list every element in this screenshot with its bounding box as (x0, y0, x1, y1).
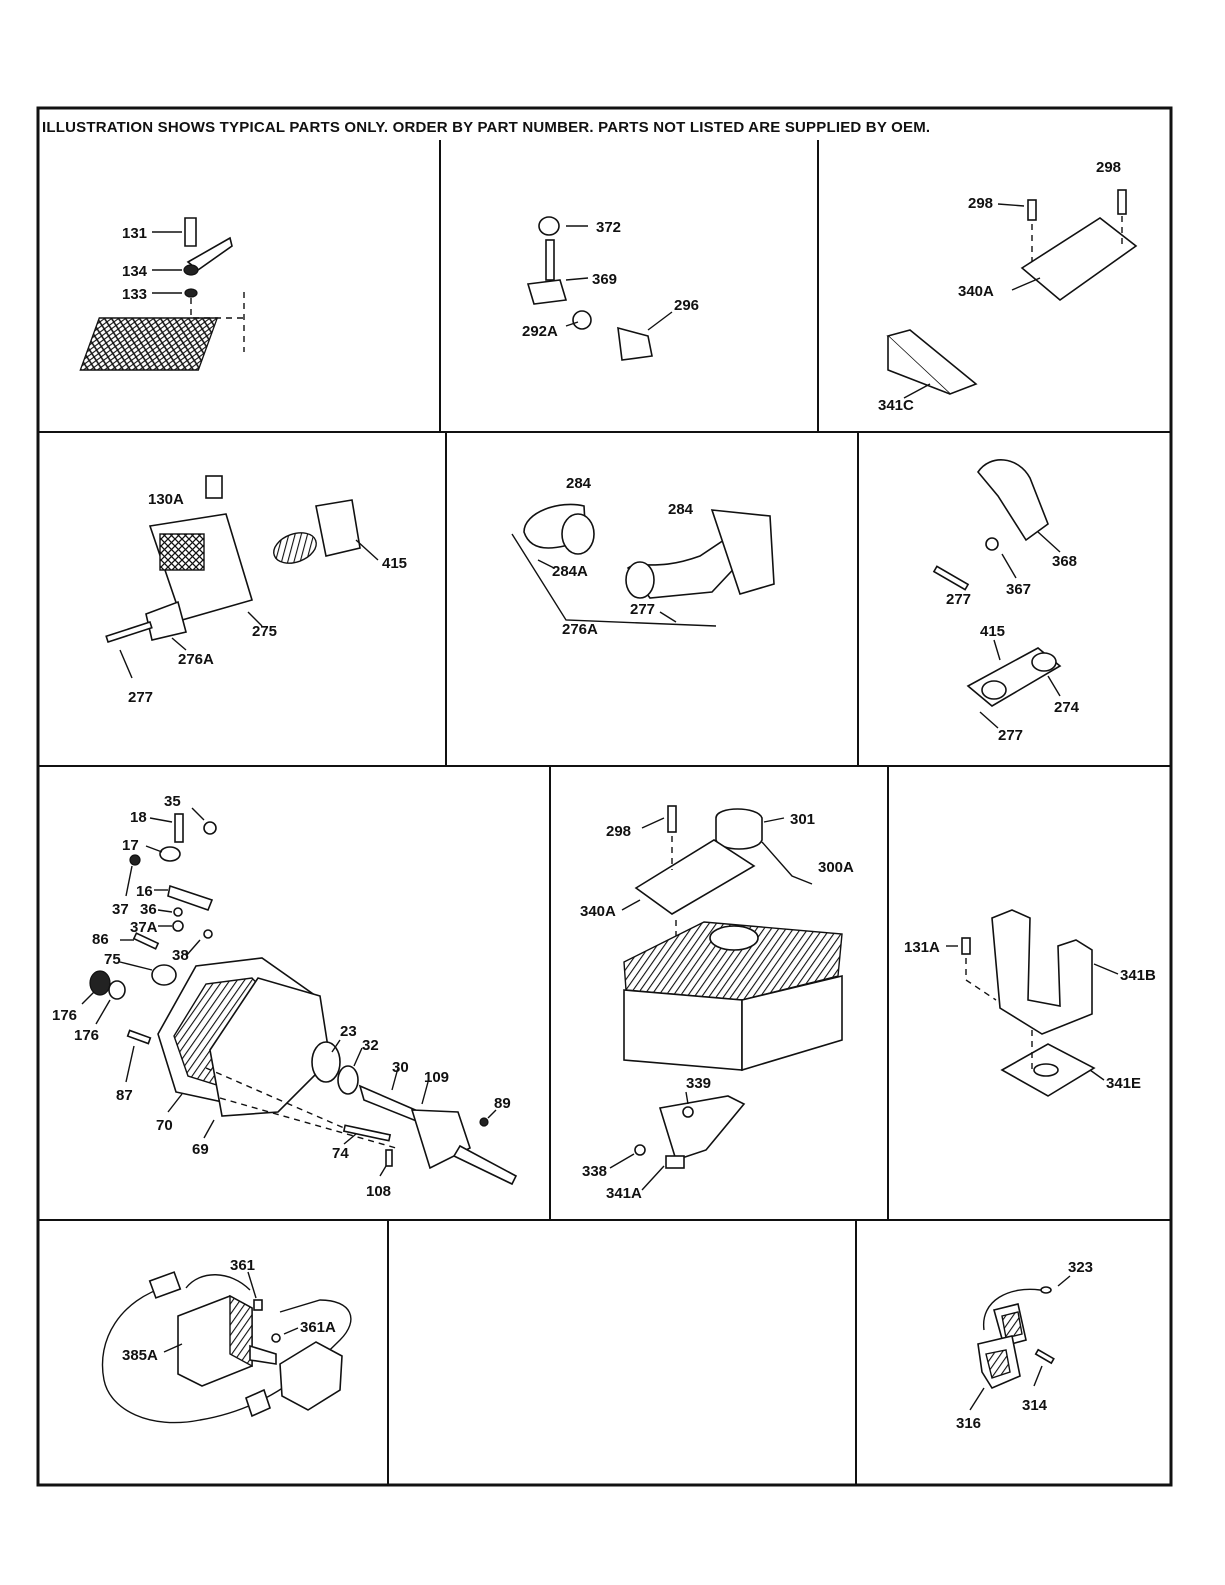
label: 130A (148, 491, 184, 508)
label: 18 (130, 809, 147, 826)
panel-mid-right: 368 277 367 415 274 277 (932, 459, 1080, 744)
label: 316 (956, 1415, 981, 1432)
label: 37A (130, 919, 158, 936)
label: 274 (1054, 699, 1080, 716)
label: 361A (300, 1319, 336, 1336)
label: 87 (116, 1087, 133, 1104)
label: 284 (566, 475, 592, 492)
label: 32 (362, 1037, 379, 1054)
label: 74 (332, 1145, 349, 1162)
header-notice: ILLUSTRATION SHOWS TYPICAL PARTS ONLY. O… (42, 119, 930, 136)
label: 38 (172, 947, 189, 964)
label: 176 (74, 1027, 99, 1044)
label: 133 (122, 286, 147, 303)
panel-switch: 323 314 316 (956, 1259, 1093, 1432)
label: 275 (252, 623, 277, 640)
label: 16 (136, 883, 153, 900)
label: 340A (580, 903, 616, 920)
label: 284 (668, 501, 694, 518)
panel-starter: 361 361A 385A (101, 1257, 352, 1424)
label: 323 (1068, 1259, 1093, 1276)
label: 341C (878, 397, 914, 414)
label: 296 (674, 297, 699, 314)
label: 35 (164, 793, 181, 810)
label: 131 (122, 225, 147, 242)
label: 277 (946, 591, 971, 608)
label: 176 (52, 1007, 77, 1024)
label: 301 (790, 811, 815, 828)
label: 339 (686, 1075, 711, 1092)
panel-engine: 35 18 17 16 37 36 37A 86 38 75 176 176 8… (52, 793, 518, 1200)
panel-mid-center: 284 284 284A 277 276A (511, 475, 775, 638)
label: 277 (630, 601, 655, 618)
panel-bracket: 131A 341B 341E (904, 909, 1156, 1097)
label: 367 (1006, 581, 1031, 598)
label: 70 (156, 1117, 173, 1134)
label: 298 (606, 823, 631, 840)
label: 341B (1120, 967, 1156, 984)
label: 30 (392, 1059, 409, 1076)
label: 369 (592, 271, 617, 288)
label: 300A (818, 859, 854, 876)
label: 338 (582, 1163, 607, 1180)
label: 314 (1022, 1397, 1048, 1414)
label: 36 (140, 901, 157, 918)
label: 298 (968, 195, 993, 212)
label: 361 (230, 1257, 255, 1274)
label: 69 (192, 1141, 209, 1158)
label: 368 (1052, 553, 1077, 570)
label: 276A (562, 621, 598, 638)
label: 23 (340, 1023, 357, 1040)
label: 415 (980, 623, 1005, 640)
label: 341E (1106, 1075, 1141, 1092)
label: 340A (958, 283, 994, 300)
label: 385A (122, 1347, 158, 1364)
label: 89 (494, 1095, 511, 1112)
label: 292A (522, 323, 558, 340)
label: 277 (998, 727, 1023, 744)
label: 109 (424, 1069, 449, 1086)
label: 17 (122, 837, 139, 854)
label: 284A (552, 563, 588, 580)
label: 372 (596, 219, 621, 236)
label: 75 (104, 951, 121, 968)
label: 37 (112, 901, 129, 918)
label: 415 (382, 555, 407, 572)
panel-fuel-tank: 298 301 300A 340A 339 338 341A (580, 805, 854, 1202)
panel-top-left: 131 134 133 (79, 217, 245, 371)
label: 277 (128, 689, 153, 706)
label: 276A (178, 651, 214, 668)
label: 131A (904, 939, 940, 956)
label: 298 (1096, 159, 1121, 176)
label: 341A (606, 1185, 642, 1202)
grid-frame (36, 106, 1173, 1487)
label: 134 (122, 263, 148, 280)
label: 108 (366, 1183, 391, 1200)
panel-top-center: 372 369 292A 296 (522, 216, 699, 361)
panel-top-right: 298 298 340A 341C (878, 159, 1138, 414)
panel-mid-left: 130A 415 275 276A 277 (105, 475, 407, 706)
label: 86 (92, 931, 109, 948)
